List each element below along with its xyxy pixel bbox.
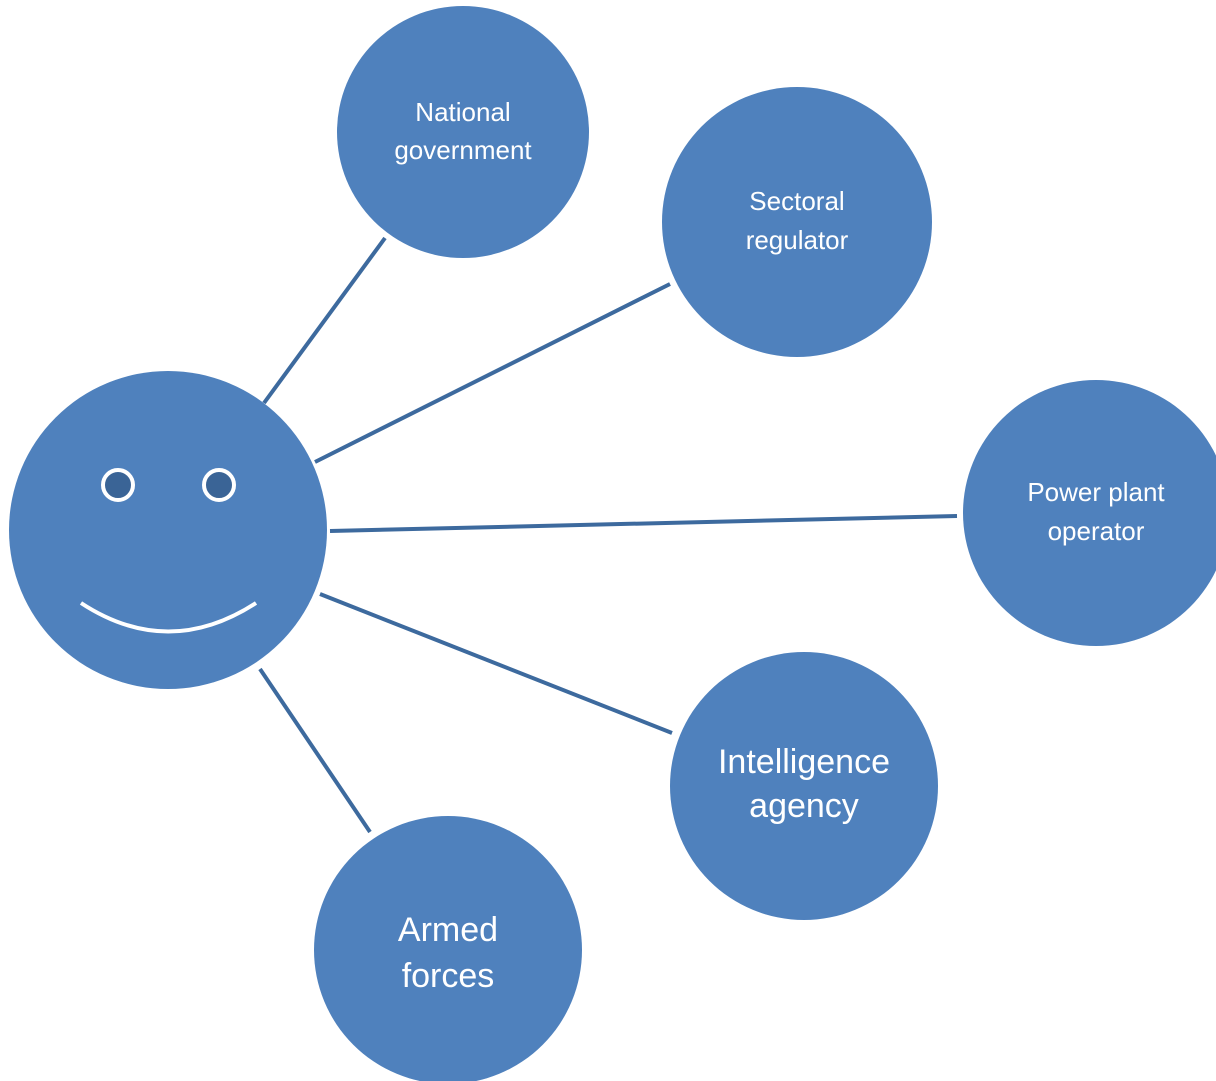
connector-sectoral-regulator [314,282,671,464]
node-sectoral-regulator: Sectoral regulator [662,87,932,357]
node-circle [314,816,582,1081]
node-power-plant-operator: Power plant operator [963,380,1216,646]
node-label-line2: government [394,135,532,165]
smile-curve [79,601,258,634]
node-circle [662,87,932,357]
node-circle [337,6,589,258]
connector-national-government [262,236,387,405]
node-label-line2: operator [1048,516,1145,546]
node-label-line1: Intelligence [718,743,890,781]
connector-power-plant-operator [329,514,958,533]
node-label-line2: forces [402,957,495,995]
right-eye [202,468,236,502]
node-label-line1: Power plant [1027,477,1165,507]
left-eye [101,468,135,502]
node-circle [963,380,1216,646]
node-label-line1: Armed [398,911,498,949]
node-label-line1: Sectoral [749,186,844,216]
node-armed-forces: Armed forces [314,816,582,1081]
node-circle [670,652,938,920]
node-national-government: National government [337,6,589,258]
smiley-face-icon [9,371,327,689]
node-label-line2: regulator [746,225,849,255]
central-circle [9,371,327,689]
connector-intelligence-agency [319,592,673,735]
connector-armed-forces [258,667,372,834]
node-intelligence-agency: Intelligence agency [670,652,938,920]
node-label-line1: National [415,97,510,127]
connectors [258,236,958,834]
node-label-line2: agency [749,787,859,825]
